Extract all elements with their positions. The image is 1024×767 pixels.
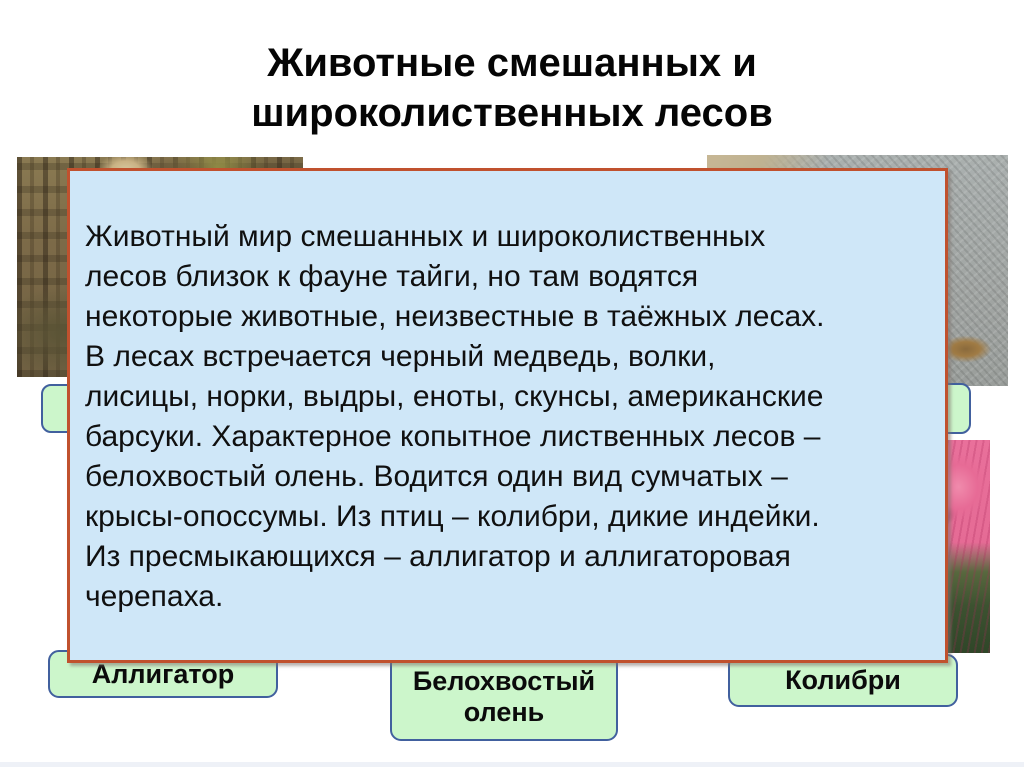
caption-alligator: Аллигатор [48,650,278,698]
slide-bottom-edge [0,762,1024,767]
slide-title: Животные смешанных и широколиственных ле… [251,41,773,135]
main-text-box: Животный мир смешанных и широколиственны… [67,168,948,663]
main-text: Животный мир смешанных и широколиственны… [85,220,825,613]
caption-whitetail-deer: Белохвостый олень [390,653,618,741]
